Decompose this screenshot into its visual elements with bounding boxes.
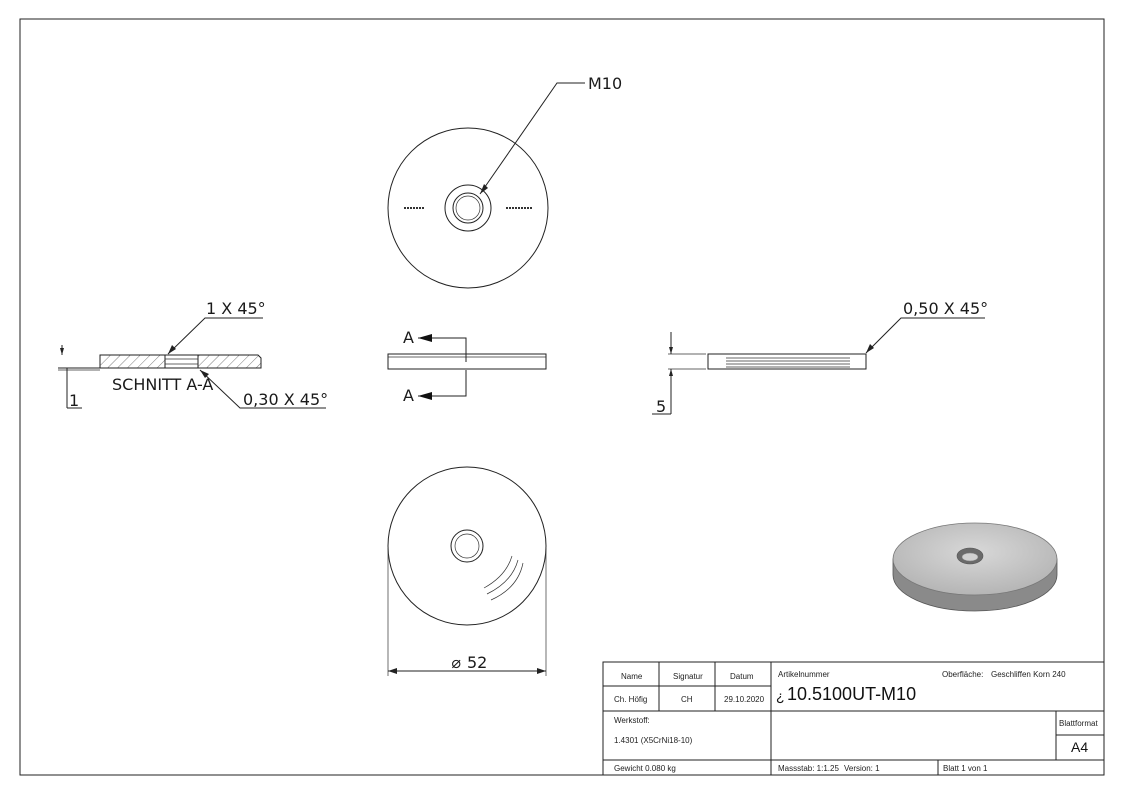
tb-header-name: Name — [621, 672, 643, 681]
section-marker-top: A — [403, 328, 414, 347]
top-view: M10 — [387, 74, 622, 289]
bottom-view-bore-inner — [454, 533, 480, 559]
top-view-outer-circle — [387, 127, 549, 289]
diameter-value: 52 — [467, 653, 487, 672]
isometric-view — [892, 522, 1058, 612]
bottom-view-bore-outer — [450, 529, 484, 563]
thread-leader-line — [479, 82, 585, 195]
section-line-top — [418, 337, 467, 362]
side-view-plate — [707, 353, 867, 370]
tb-article-prefix: ¿ — [776, 688, 785, 704]
tb-header-article: Artikelnummer — [778, 670, 830, 679]
top-view-bore-inner — [452, 192, 484, 224]
tb-signature-value: CH — [681, 695, 693, 704]
section-dim-thickness: 1 — [69, 391, 79, 410]
chamfer-top-leader — [167, 317, 263, 355]
section-arrow-top — [418, 334, 432, 342]
diameter-symbol: ⌀ — [451, 653, 461, 672]
section-right-half — [197, 354, 262, 369]
chamfer-bottom-label: 0,30 X 45° — [243, 390, 328, 409]
thread-label: M10 — [588, 74, 622, 93]
tb-article-number: 10.5100UT-M10 — [787, 684, 916, 704]
title-block: Name Signatur Datum Artikelnummer Oberfl… — [602, 661, 1105, 776]
chamfer-bottom-leader — [199, 369, 326, 409]
sheet-border — [19, 18, 1105, 776]
section-bore — [164, 354, 199, 369]
tb-name-value: Ch. Höfig — [614, 695, 647, 704]
bottom-view: ⌀ 52 — [387, 466, 547, 676]
side-view: 5 0,50 X 45° — [652, 299, 988, 416]
tb-sheet-format-label: Blattformat — [1059, 719, 1098, 728]
side-chamfer-leader — [865, 317, 985, 354]
tb-version: Version: 1 — [844, 764, 880, 773]
top-view-thread-circle — [455, 195, 481, 221]
thread-leader-arrow — [480, 184, 488, 194]
section-marker-bottom: A — [403, 386, 414, 405]
tb-header-signature: Signatur — [673, 672, 703, 681]
bottom-view-grinding-marks — [483, 555, 524, 601]
section-left-half — [99, 354, 166, 369]
section-title: SCHNITT A-A — [112, 375, 213, 394]
tb-weight: Gewicht 0.080 kg — [614, 764, 676, 773]
section-line-bottom — [418, 370, 467, 397]
section-view: 1 1 X 45° 0,30 X 45° SCHNITT A-A — [58, 299, 328, 410]
side-dim-thickness: 5 — [656, 397, 666, 416]
tb-material-value: 1.4301 (X5CrNi18-10) — [614, 736, 693, 745]
section-arrow-bottom — [418, 392, 432, 400]
tb-sheet: Blatt 1 von 1 — [943, 764, 988, 773]
top-view-bore-outer — [444, 184, 492, 232]
tb-scale: Massstab: 1:1.25 — [778, 764, 839, 773]
side-chamfer-label: 0,50 X 45° — [903, 299, 988, 318]
tb-surface-value: Geschliffen Korn 240 — [991, 670, 1066, 679]
tb-material-label: Werkstoff: — [614, 716, 650, 725]
bottom-view-outer-circle — [387, 466, 547, 626]
front-view: A A — [387, 328, 547, 405]
front-view-plate — [387, 353, 547, 370]
chamfer-top-label: 1 X 45° — [206, 299, 266, 318]
tb-header-date: Datum — [730, 672, 754, 681]
tb-date-value: 29.10.2020 — [724, 695, 765, 704]
tb-surface-label: Oberfläche: — [942, 670, 983, 679]
tb-sheet-format-value: A4 — [1071, 739, 1088, 755]
